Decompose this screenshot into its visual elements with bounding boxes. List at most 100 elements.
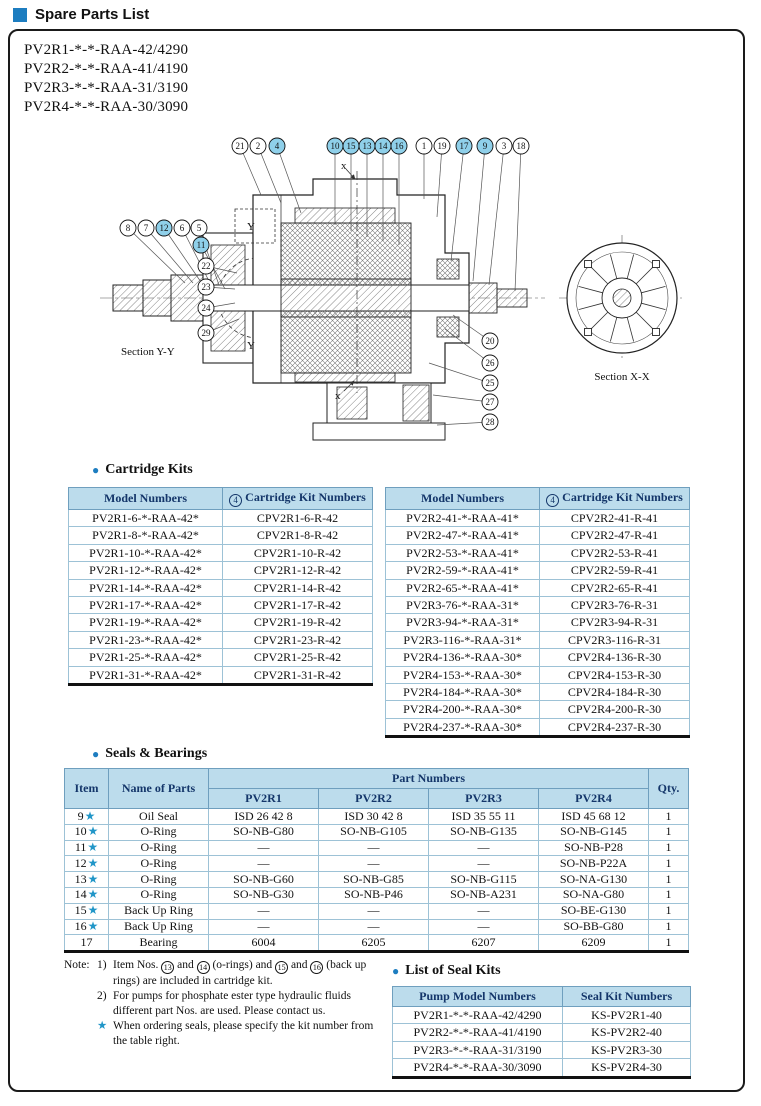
page-title: Spare Parts List bbox=[35, 6, 150, 23]
column-header: Name of Parts bbox=[108, 768, 209, 809]
model-line: PV2R3-*-*-RAA-31/3190 bbox=[24, 80, 189, 96]
svg-text:3: 3 bbox=[502, 141, 507, 151]
callout-11: 11 bbox=[192, 236, 210, 254]
column-header: Qty. bbox=[648, 768, 689, 809]
table-cell: O-Ring bbox=[108, 823, 209, 841]
table-cell: CPV2R1-19-R-42 bbox=[222, 613, 373, 632]
table-cell: CPV2R1-14-R-42 bbox=[222, 578, 373, 597]
cartridge-kits-section-title: ● Cartridge Kits bbox=[92, 462, 193, 478]
note-label: 2) bbox=[97, 990, 107, 1002]
table-cell: Oil Seal bbox=[108, 808, 209, 825]
callout-16: 16 bbox=[390, 137, 408, 155]
callout-10: 10 bbox=[326, 137, 344, 155]
table-cell: CPV2R1-31-R-42 bbox=[222, 665, 373, 685]
callout-5: 5 bbox=[190, 219, 208, 237]
table-row: PV2R1-10-*-RAA-42*CPV2R1-10-R-42 bbox=[68, 543, 373, 563]
model-line: PV2R4-*-*-RAA-30/3090 bbox=[24, 99, 189, 115]
table-cell: — bbox=[318, 918, 429, 936]
table-cell: PV2R4-136-*-RAA-30* bbox=[385, 648, 540, 667]
rotor-vane-line bbox=[626, 317, 635, 342]
table-cell: PV2R2-53-*-RAA-41* bbox=[385, 543, 540, 563]
svg-text:26: 26 bbox=[486, 358, 496, 368]
table-cell: 9★ bbox=[64, 808, 109, 825]
svg-text:19: 19 bbox=[438, 141, 448, 151]
table-cell: ISD 26 42 8 bbox=[208, 808, 319, 825]
table-cell: Back Up Ring bbox=[108, 918, 209, 936]
table-cell: CPV2R1-17-R-42 bbox=[222, 595, 373, 615]
callout-leader-line bbox=[432, 394, 491, 403]
bolt-square bbox=[584, 260, 593, 269]
callout-leader-line bbox=[428, 362, 491, 384]
bolt-square bbox=[651, 327, 660, 336]
table-cell: ISD 35 55 11 bbox=[428, 808, 539, 825]
table-cell: O-Ring bbox=[108, 855, 209, 873]
table-cell: SO-NB-G80 bbox=[208, 823, 319, 841]
model-number-list: PV2R1-*-*-RAA-42/4290 PV2R2-*-*-RAA-41/4… bbox=[24, 41, 188, 117]
table-cell: PV2R1-14-*-RAA-42* bbox=[68, 578, 223, 597]
table-cell: 6207 bbox=[428, 934, 539, 953]
table-row: PV2R1-17-*-RAA-42*CPV2R1-17-R-42 bbox=[68, 595, 373, 615]
table-cell: SO-NB-P22A bbox=[538, 855, 649, 873]
table-cell: SO-NB-G60 bbox=[208, 871, 319, 888]
table-row: PV2R2-41-*-RAA-41*CPV2R2-41-R-41 bbox=[385, 508, 690, 528]
table-cell: — bbox=[208, 918, 319, 936]
table-cell: CPV2R2-65-R-41 bbox=[539, 578, 690, 597]
table-cell: ISD 30 42 8 bbox=[318, 808, 429, 825]
table-cell: — bbox=[318, 839, 429, 857]
model-line: PV2R2-*-*-RAA-41/4190 bbox=[24, 61, 189, 77]
callout-9: 9 bbox=[476, 137, 494, 155]
table-row: PV2R1-19-*-RAA-42*CPV2R1-19-R-42 bbox=[68, 613, 373, 632]
table-cell: Bearing bbox=[108, 934, 209, 953]
section-xx-view bbox=[559, 235, 685, 361]
callout-18: 18 bbox=[512, 137, 530, 155]
model-line: PV2R1-*-*-RAA-42/4290 bbox=[24, 42, 189, 58]
table-row: PV2R2-47-*-RAA-41*CPV2R2-47-R-41 bbox=[385, 526, 690, 545]
table-cell: 11★ bbox=[64, 839, 109, 857]
note-label: ★ bbox=[97, 1020, 108, 1032]
callout-28: 28 bbox=[481, 413, 499, 431]
table-cell: — bbox=[428, 839, 539, 857]
table-cell: 13★ bbox=[64, 871, 109, 888]
note-prefix: Note: bbox=[64, 959, 90, 971]
table-cell: SO-NB-G115 bbox=[428, 871, 539, 888]
table-cell: PV2R2-59-*-RAA-41* bbox=[385, 561, 540, 580]
table-cell: SO-BB-G80 bbox=[538, 918, 649, 936]
table-row: PV2R1-23-*-RAA-42*CPV2R1-23-R-42 bbox=[68, 630, 373, 650]
callout-29: 29 bbox=[197, 324, 215, 342]
table-cell: O-Ring bbox=[108, 886, 209, 904]
rotor-vane-line bbox=[641, 302, 666, 311]
left-shaft-stub bbox=[112, 274, 204, 322]
table-cell: 1 bbox=[648, 902, 689, 920]
callout-leader-line bbox=[163, 227, 204, 286]
circled-number-icon: 13 bbox=[161, 961, 175, 974]
notes: Note:1)Item Nos. 13 and 14 (o-rings) and… bbox=[64, 958, 390, 1049]
note-prefix bbox=[64, 989, 97, 1019]
seals-bearings-table: Item Name of Parts Part Numbers Qty. PV2… bbox=[64, 768, 689, 954]
table-cell: CPV2R2-41-R-41 bbox=[539, 508, 690, 528]
table-cell: 6209 bbox=[538, 934, 649, 953]
table-cell: PV2R1-8-*-RAA-42* bbox=[68, 526, 223, 545]
column-header: Model Numbers bbox=[68, 487, 223, 510]
callout-23: 23 bbox=[197, 278, 215, 296]
table-cell: SO-NA-G80 bbox=[538, 886, 649, 904]
table-cell: CPV2R3-116-R-31 bbox=[539, 630, 690, 650]
table-cell: 1 bbox=[648, 886, 689, 904]
table-row: PV2R3-94-*-RAA-31*CPV2R3-94-R-31 bbox=[385, 613, 690, 632]
dashed-detail-box bbox=[234, 208, 276, 244]
callout-2: 2 bbox=[249, 137, 267, 155]
section-yy-label: Section Y-Y bbox=[121, 346, 175, 358]
table-row: PV2R1-14-*-RAA-42*CPV2R1-14-R-42 bbox=[68, 578, 373, 597]
seals-bearings-section-title: ● Seals & Bearings bbox=[92, 746, 207, 762]
note-text: When ordering seals, please specify the … bbox=[113, 1020, 374, 1047]
table-cell: CPV2R4-136-R-30 bbox=[539, 648, 690, 667]
table-cell: — bbox=[208, 855, 319, 873]
note-label: 1) bbox=[97, 959, 107, 971]
table-cell: PV2R2-47-*-RAA-41* bbox=[385, 526, 540, 545]
section-title-text: Cartridge Kits bbox=[105, 462, 193, 477]
callout-19: 19 bbox=[433, 137, 451, 155]
column-header: Part Numbers bbox=[208, 768, 649, 789]
table-row: PV2R1-6-*-RAA-42*CPV2R1-6-R-42 bbox=[68, 508, 373, 528]
